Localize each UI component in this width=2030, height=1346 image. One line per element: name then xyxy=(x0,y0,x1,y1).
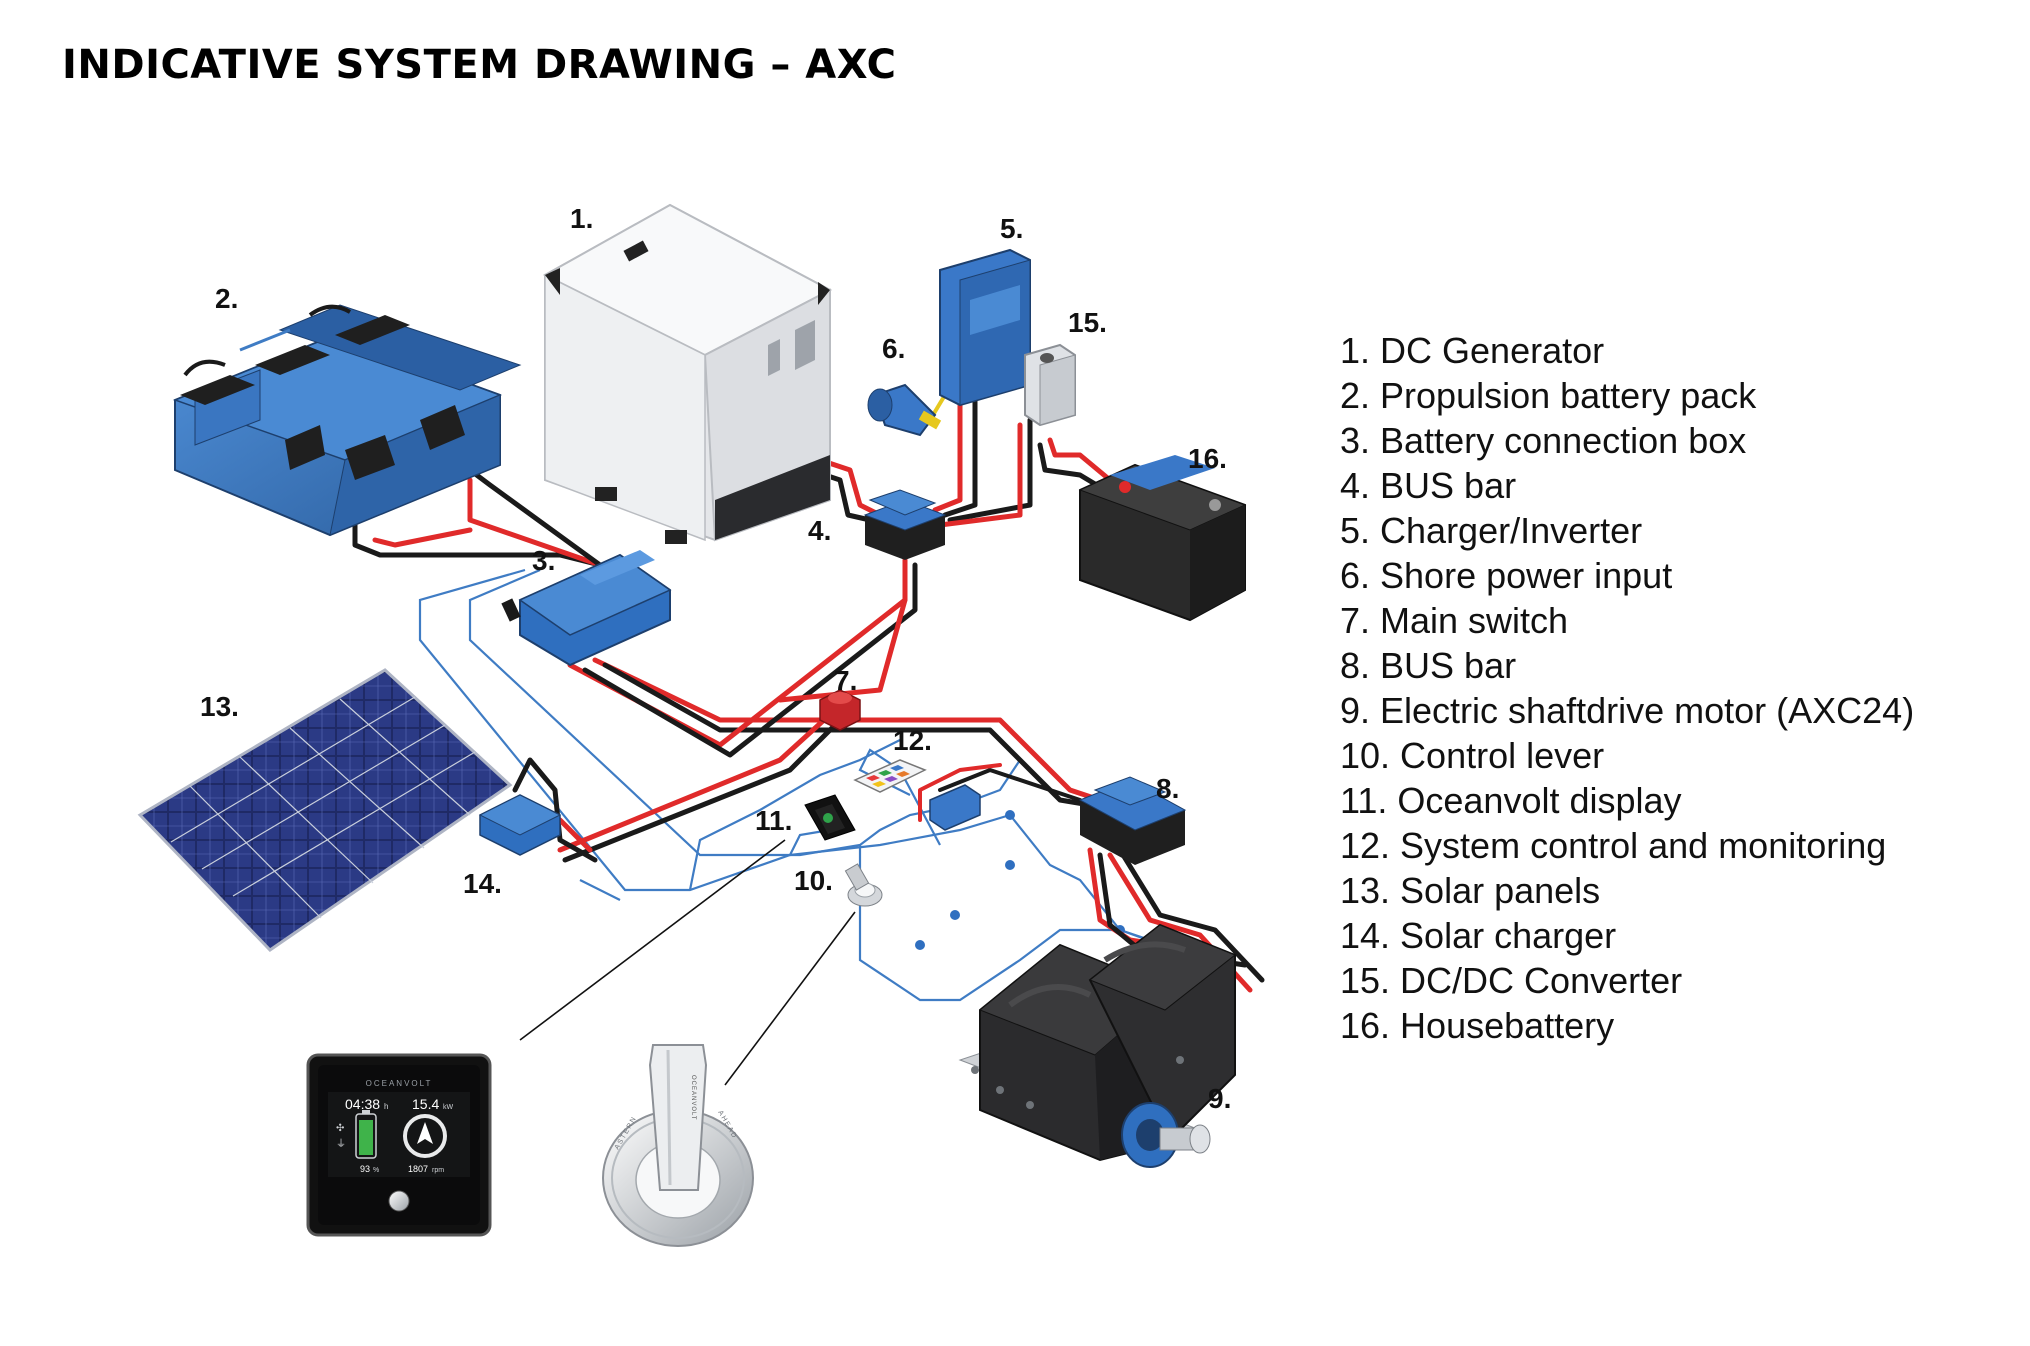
legend-item: 10. Control lever xyxy=(1340,735,1605,776)
legend-item: 12. System control and monitoring xyxy=(1340,825,1887,866)
callout-9: 9. xyxy=(1208,1083,1231,1114)
callout-15: 15. xyxy=(1068,307,1107,338)
legend-item: 6. Shore power input xyxy=(1340,555,1673,596)
display-battery-icon xyxy=(355,1110,377,1159)
legend-item: 16. Housebattery xyxy=(1340,1005,1615,1046)
callout-2: 2. xyxy=(215,283,238,314)
bus-bar-8 xyxy=(1078,776,1187,865)
main-switch xyxy=(819,689,861,731)
callout-3: 3. xyxy=(532,545,555,576)
legend-list: 1. DC Generator 2. Propulsion battery pa… xyxy=(1340,328,1914,1048)
legend-item: 2. Propulsion battery pack xyxy=(1340,375,1757,416)
display-brand: OCEANVOLT xyxy=(366,1079,433,1088)
display-battery-percent: 93 xyxy=(360,1164,370,1174)
charger-inverter xyxy=(939,248,1031,407)
callout-12: 12. xyxy=(893,725,932,756)
control-lever-large: OCEANVOLT ASTERN AHEAD xyxy=(602,1044,754,1247)
legend-item: 15. DC/DC Converter xyxy=(1340,960,1683,1001)
callout-10: 10. xyxy=(794,865,833,896)
solar-charger xyxy=(478,794,562,856)
callout-14: 14. xyxy=(463,868,502,899)
legend-item: 8. BUS bar xyxy=(1340,645,1517,686)
detail-leader-lines xyxy=(519,839,856,1086)
system-control-monitoring xyxy=(853,759,981,831)
oceanvolt-display-large: OCEANVOLT 04:38 h 15.4 kW ✣ ⏚ 93 % 1807 … xyxy=(306,1053,492,1237)
display-fan-icon: ✣ ⏚ xyxy=(336,1123,346,1150)
display-rpm: 1807 xyxy=(408,1164,428,1174)
solar-panels xyxy=(137,668,513,952)
display-time-unit: h xyxy=(384,1102,388,1111)
house-battery xyxy=(1078,455,1247,622)
page-title: INDICATIVE SYSTEM DRAWING – AXC xyxy=(62,42,897,88)
callout-11: 11. xyxy=(755,805,792,836)
callout-1: 1. xyxy=(570,203,593,234)
callout-7: 7. xyxy=(834,665,857,696)
control-lever-small xyxy=(844,863,883,907)
display-knob xyxy=(388,1190,410,1212)
lever-brand: OCEANVOLT xyxy=(690,1075,696,1121)
legend-item: 5. Charger/Inverter xyxy=(1340,510,1643,551)
battery-connection-box xyxy=(501,550,672,667)
electric-shaftdrive-motor xyxy=(958,923,1236,1168)
display-battery-unit: % xyxy=(373,1167,379,1174)
legend-item: 11. Oceanvolt display xyxy=(1340,780,1682,821)
display-power: 15.4 xyxy=(412,1096,439,1112)
callout-13: 13. xyxy=(200,691,239,722)
legend-item: 4. BUS bar xyxy=(1340,465,1517,506)
legend-item: 1. DC Generator xyxy=(1340,330,1605,371)
propulsion-battery-pack xyxy=(172,304,522,537)
legend-item: 14. Solar charger xyxy=(1340,915,1617,956)
callouts: 1. 2. 3. 4. 5. 6. 7. 8. 9. 10. 11. 12. 1… xyxy=(200,203,1231,1114)
legend-item: 13. Solar panels xyxy=(1340,870,1601,911)
display-rpm-unit: rpm xyxy=(432,1167,444,1174)
svg-text:✣: ✣ xyxy=(336,1123,344,1134)
dcdc-converter xyxy=(1024,343,1076,427)
legend-item: 9. Electric shaftdrive motor (AXC24) xyxy=(1340,690,1915,731)
display-time: 04:38 xyxy=(345,1096,380,1112)
display-power-unit: kW xyxy=(443,1104,454,1111)
display-compass-gauge xyxy=(403,1114,447,1158)
shore-power-input xyxy=(867,383,942,437)
bus-bar-4 xyxy=(863,489,947,560)
dc-generator xyxy=(542,203,833,544)
callout-5: 5. xyxy=(1000,213,1023,244)
oceanvolt-display-small xyxy=(804,794,856,841)
callout-4: 4. xyxy=(808,515,831,546)
callout-6: 6. xyxy=(882,333,905,364)
callout-8: 8. xyxy=(1156,773,1179,804)
svg-text:⏚: ⏚ xyxy=(336,1138,346,1150)
legend-item: 7. Main switch xyxy=(1340,600,1569,641)
callout-16: 16. xyxy=(1188,443,1227,474)
legend-item: 3. Battery connection box xyxy=(1340,420,1747,461)
